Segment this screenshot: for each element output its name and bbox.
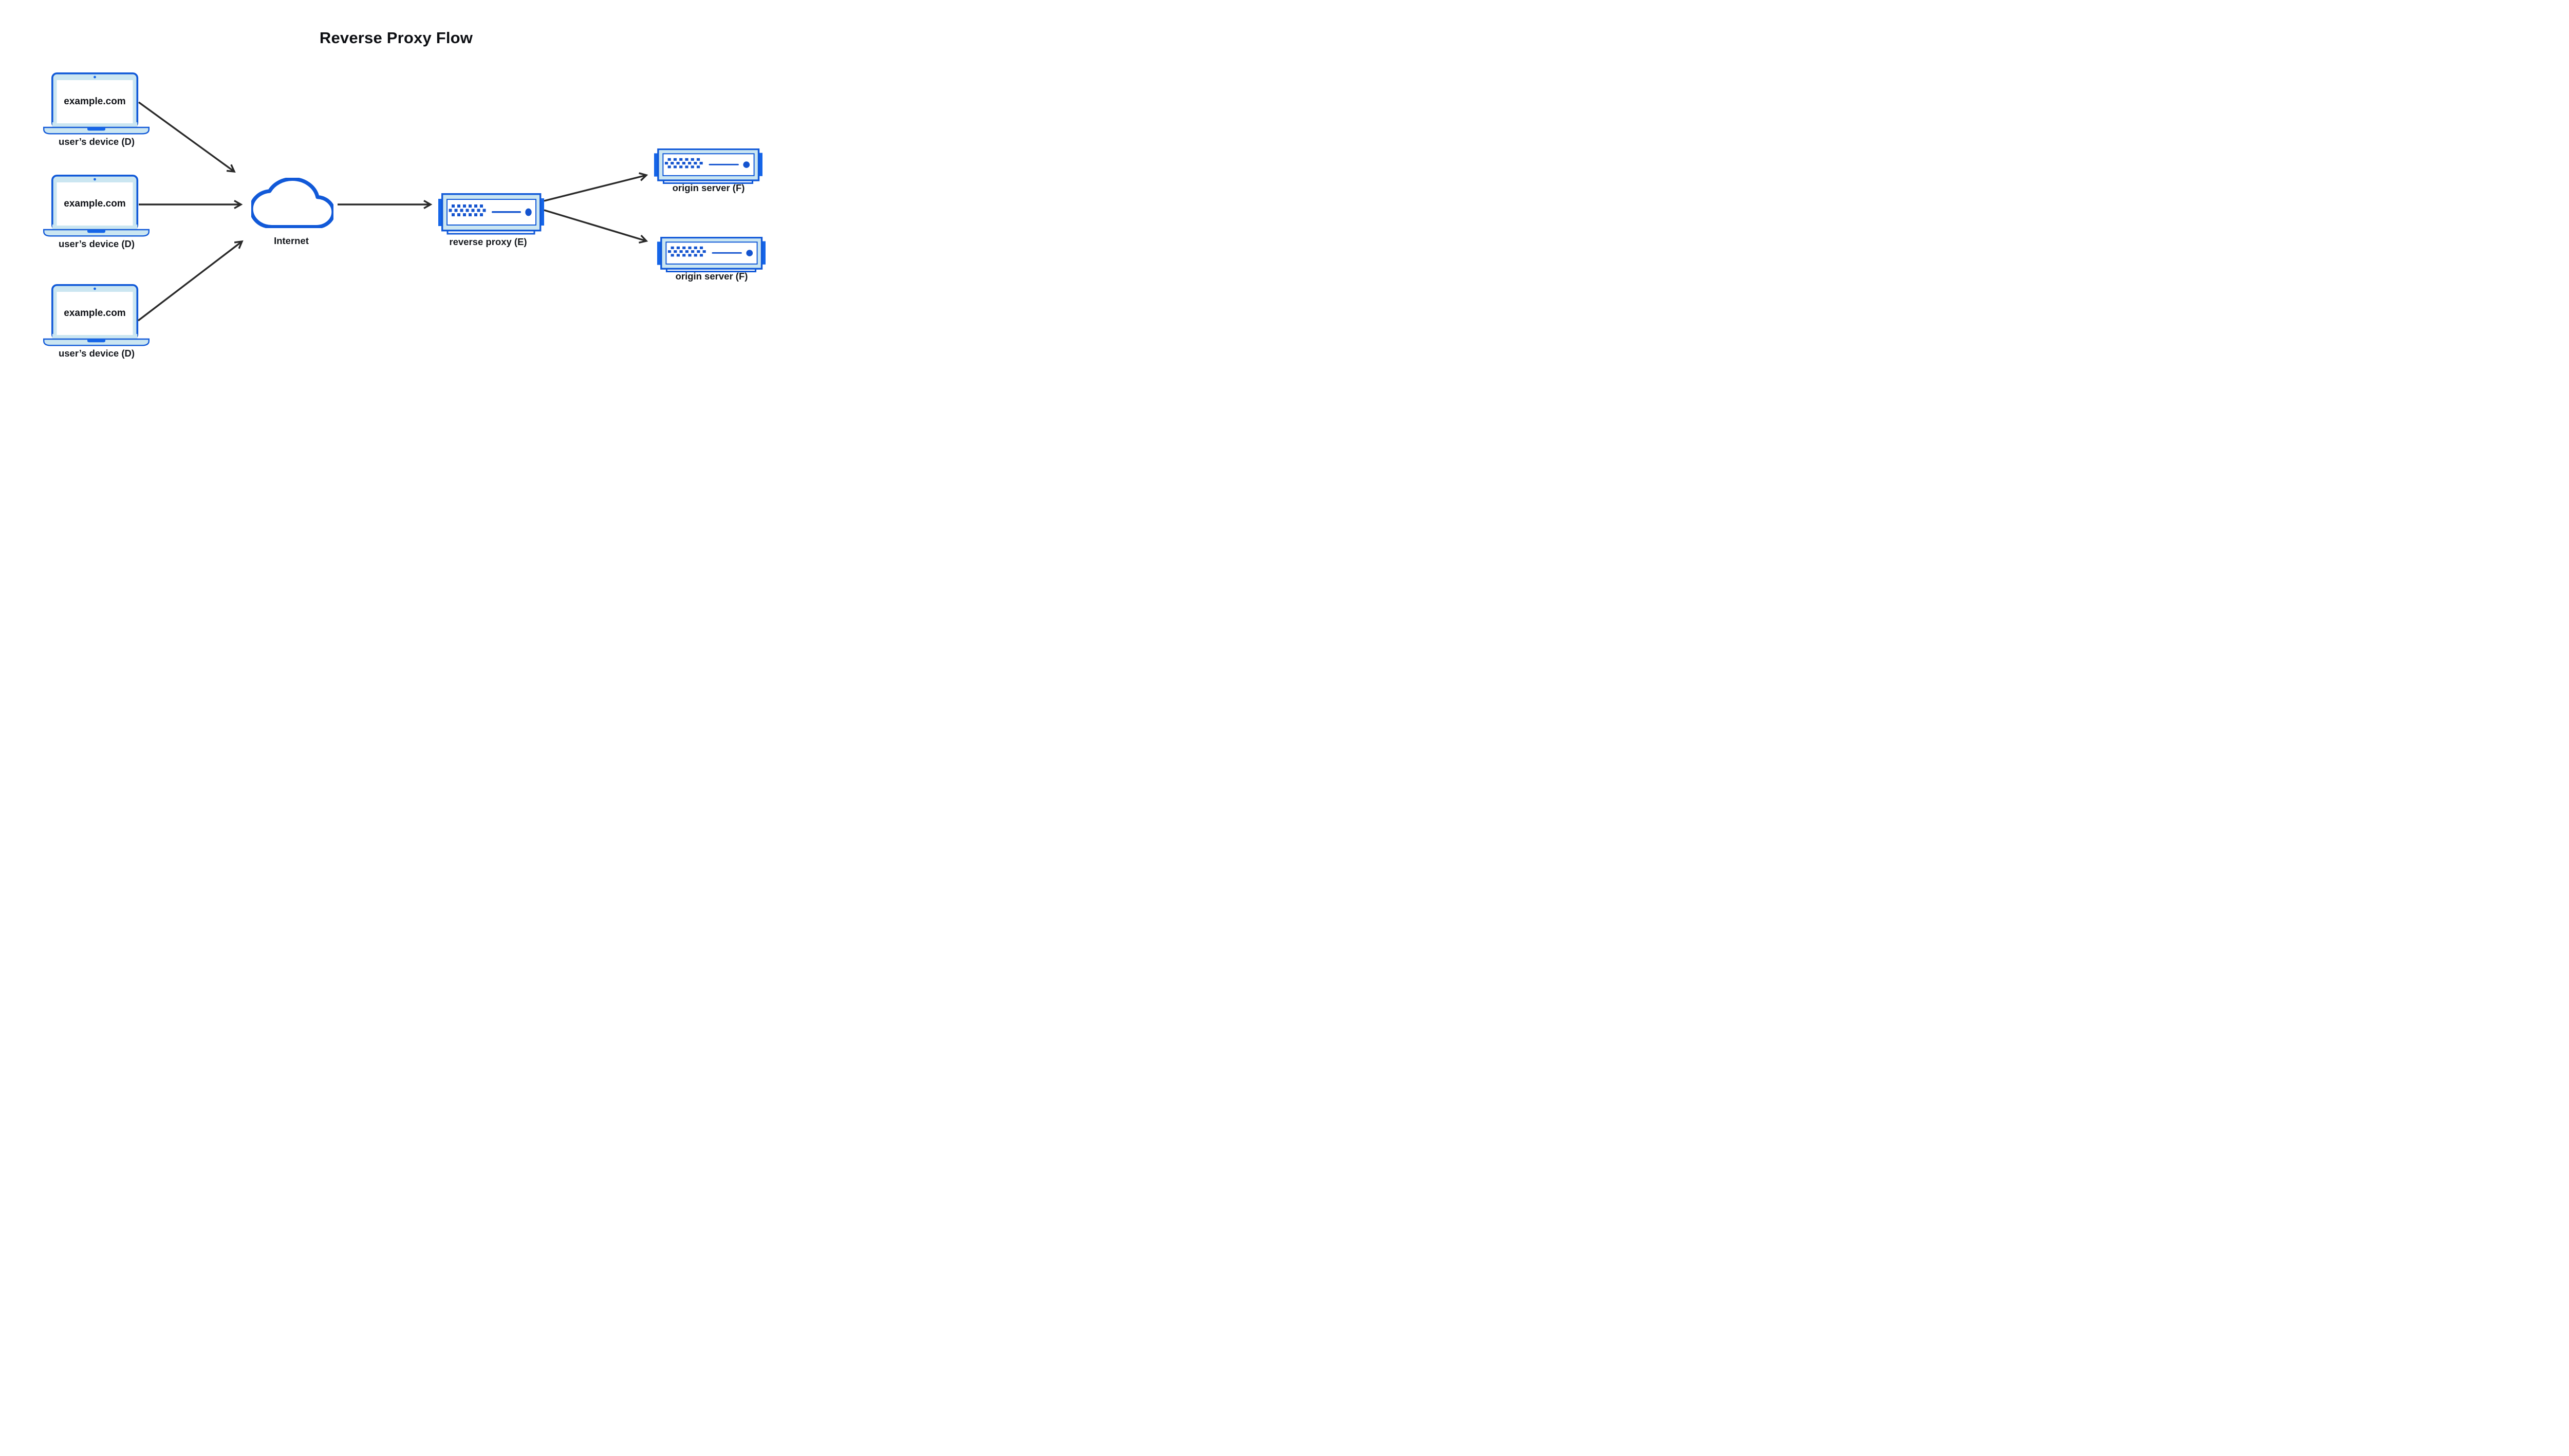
server-power-light [743, 161, 750, 168]
arrow-internet-to-proxy [338, 200, 433, 209]
cloud-icon [251, 178, 333, 228]
server-power-light [525, 208, 532, 216]
laptop-icon [43, 175, 150, 237]
device-label: user’s device (D) [58, 348, 135, 359]
user-device-3: example.com user’s device (D) [43, 284, 150, 359]
server-power-light [746, 250, 753, 256]
internet-label: Internet [274, 235, 309, 246]
server-dots-pattern [667, 246, 706, 257]
arrow-device-2-to-internet [139, 200, 243, 209]
arrow-proxy-to-origin-2 [544, 209, 648, 244]
server-icon [438, 193, 544, 235]
device-screen-url: example.com [64, 96, 126, 107]
origin-server-1: origin server (F) [654, 148, 762, 193]
diagram-canvas: Reverse Proxy Flow example.com user’s de… [0, 0, 792, 396]
server-icon [654, 148, 762, 184]
reverse-proxy-node: reverse proxy (E) [438, 193, 544, 247]
proxy-label: reverse proxy (E) [449, 236, 527, 247]
device-label: user’s device (D) [58, 136, 135, 147]
user-device-1: example.com user’s device (D) [43, 72, 150, 147]
user-device-2: example.com user’s device (D) [43, 175, 150, 249]
device-label: user’s device (D) [58, 238, 135, 249]
origin-label: origin server (F) [672, 182, 745, 193]
device-screen-url: example.com [64, 198, 126, 209]
server-dots-pattern [664, 158, 703, 169]
origin-server-2: origin server (F) [657, 237, 766, 282]
server-slot-line [709, 163, 739, 165]
internet-node: Internet [251, 178, 333, 246]
device-screen-url: example.com [64, 308, 126, 319]
arrow-device-3-to-internet [137, 240, 244, 322]
server-dots-pattern [449, 204, 486, 216]
laptop-icon [43, 284, 150, 346]
server-icon [657, 237, 766, 273]
server-slot-line [492, 211, 521, 213]
diagram-title: Reverse Proxy Flow [319, 29, 473, 47]
server-slot-line [712, 252, 742, 254]
arrow-proxy-to-origin-1 [544, 172, 648, 202]
origin-label: origin server (F) [675, 271, 748, 282]
